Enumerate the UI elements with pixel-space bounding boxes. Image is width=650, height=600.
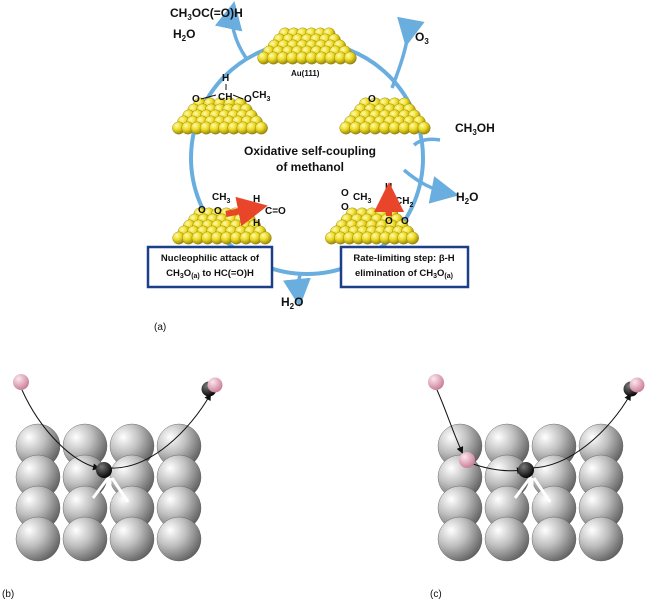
svg-text:H: H <box>253 218 260 229</box>
bond-sticks <box>91 477 130 503</box>
surface-label: Au(111) <box>291 69 320 78</box>
atom <box>343 51 357 65</box>
atomic-oxygen-adsorbate: O <box>368 94 376 105</box>
product-formate-label: CH3OC(=O)H <box>170 6 243 22</box>
red-reaction-arrow <box>225 196 268 227</box>
svg-text:O: O <box>198 205 206 216</box>
panel-c-label: (c) <box>430 589 442 600</box>
atom <box>484 516 530 562</box>
branch-arrow-water-right <box>402 168 459 204</box>
svg-text:O: O <box>244 94 252 105</box>
gold-slab-icon <box>325 207 419 245</box>
svg-text:CH3: CH3 <box>252 90 270 103</box>
atom <box>62 516 108 562</box>
panel-c: (c) <box>428 374 645 600</box>
bond-sticks <box>513 477 552 503</box>
rate-limiting-step-box: Rate-limiting step: β-H elimination of C… <box>339 245 470 289</box>
incoming-atom <box>428 374 444 390</box>
svg-text:CH2: CH2 <box>395 196 413 209</box>
panel-b-label: (b) <box>2 589 14 600</box>
atom <box>254 121 268 135</box>
trajectory-arrow-icon <box>529 393 631 469</box>
incoming-atom <box>13 374 29 390</box>
atom <box>417 121 431 135</box>
panel-a: CH3OC(=O)H H2O Au(111) O3 CH3OH H2O H2O … <box>146 1 495 333</box>
product-water-right-label: H2O <box>456 190 478 206</box>
atom <box>406 231 419 245</box>
gold-slab-icon <box>172 97 268 135</box>
svg-text:elimination of CH3O(a): elimination of CH3O(a) <box>355 268 453 280</box>
trajectory-arrow-icon <box>436 389 464 454</box>
cycle-title-line1: Oxidative self-coupling <box>244 144 376 158</box>
branch-arrow-o3 <box>390 16 425 89</box>
trajectory-arrow-icon <box>21 389 100 471</box>
svg-text:O: O <box>341 202 349 213</box>
atom <box>258 231 272 245</box>
branch-arrow-methanol <box>412 137 441 147</box>
svg-text:CH3O(a) to HC(=O)H: CH3O(a) to HC(=O)H <box>166 268 254 280</box>
methoxy-oxygen-adsorbate: O O CH3 H CH2 O O <box>341 182 413 227</box>
atom <box>156 516 202 562</box>
branch-arrow-formate <box>214 1 248 59</box>
svg-text:Nucleophilic attack of: Nucleophilic attack of <box>161 253 260 264</box>
gold-slab-icon <box>339 97 431 135</box>
adsorbed-atom <box>96 462 112 478</box>
svg-text:H: H <box>222 73 229 84</box>
methoxy-hemiacetal-adsorbate: H O CH O CH3 <box>192 73 270 105</box>
reactant-o3-label: O3 <box>415 30 429 46</box>
svg-text:O: O <box>385 216 393 227</box>
trajectory-arrow-icon <box>109 393 211 469</box>
silver-slab-icon <box>437 423 624 562</box>
desorbing-molecule <box>623 377 645 397</box>
nucleophilic-attack-box: Nucleophilic attack of CH3O(a) to HC(=O)… <box>146 245 274 289</box>
atom <box>531 516 577 562</box>
adsorbed-atom <box>518 462 534 478</box>
atom <box>15 516 61 562</box>
svg-text:O: O <box>341 188 349 199</box>
reactant-methanol-label: CH3OH <box>455 121 495 137</box>
svg-text:Rate-limiting step: β-H: Rate-limiting step: β-H <box>353 253 454 264</box>
methoxy-formaldehyde-adsorbate: O CH3 O H H C=O <box>198 192 286 229</box>
silver-slab-icon <box>15 423 202 562</box>
svg-text:C=O: C=O <box>265 206 286 217</box>
atom <box>437 516 483 562</box>
atom <box>578 516 624 562</box>
svg-text:CH: CH <box>218 92 232 103</box>
svg-text:O: O <box>401 216 409 227</box>
svg-text:CH3: CH3 <box>353 192 371 205</box>
atom <box>109 516 155 562</box>
svg-text:H: H <box>385 182 392 193</box>
svg-text:O: O <box>214 206 222 217</box>
branch-arrow-water-bottom <box>282 274 311 307</box>
product-water-top-label: H2O <box>173 27 195 43</box>
desorbing-molecule <box>201 377 223 397</box>
svg-text:CH3: CH3 <box>212 192 230 205</box>
gold-slab-icon <box>257 27 357 65</box>
panel-b: (b) <box>2 374 223 600</box>
product-water-bottom-label: H2O <box>281 295 303 311</box>
hopping-atom <box>459 452 475 468</box>
svg-text:O: O <box>192 94 200 105</box>
svg-text:H: H <box>253 194 260 205</box>
svg-text:O: O <box>368 94 376 105</box>
panel-a-label: (a) <box>154 322 166 333</box>
cycle-title-line2: of methanol <box>276 160 344 174</box>
